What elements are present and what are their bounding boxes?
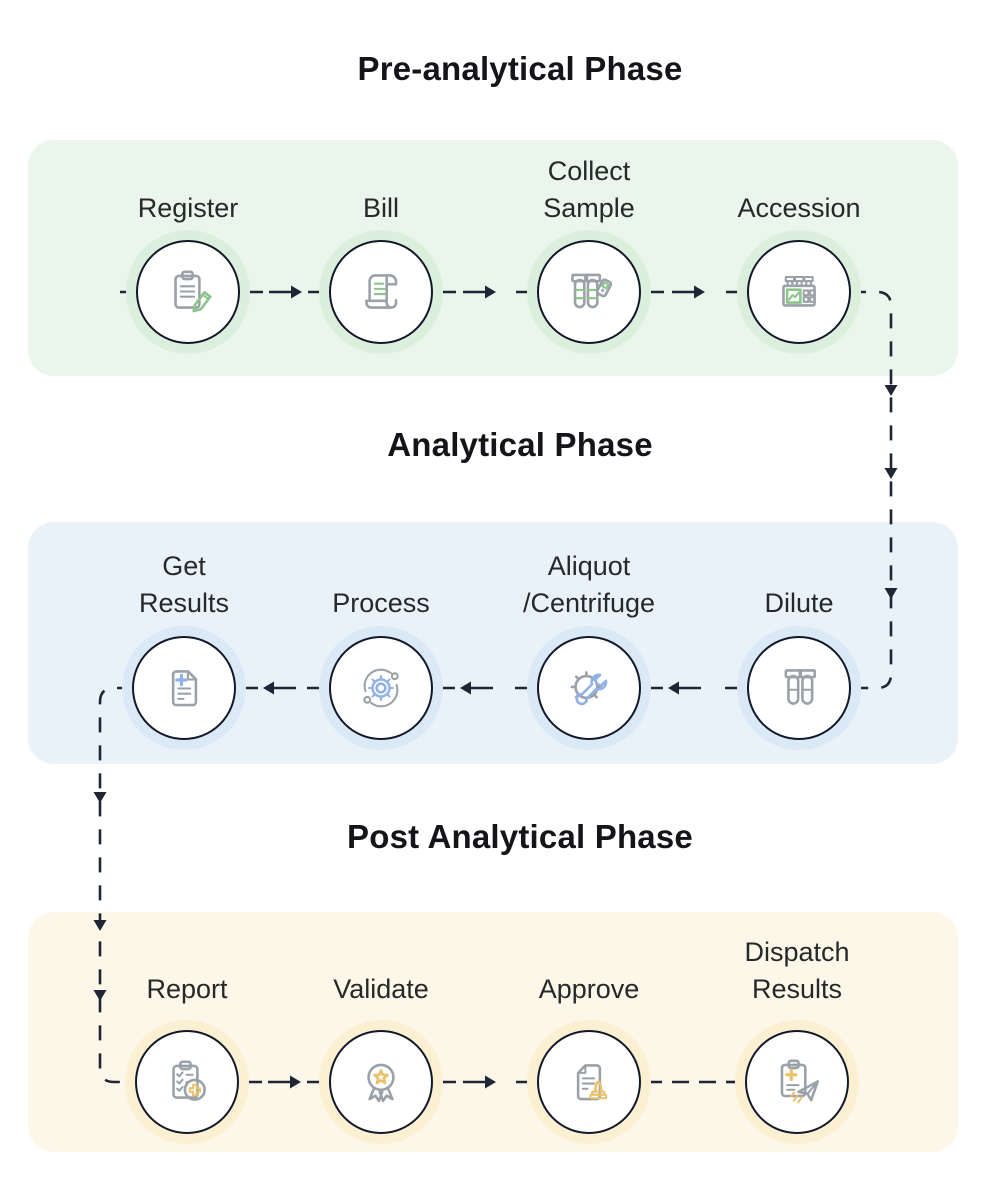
- step-label-approve: Approve: [538, 974, 640, 1004]
- aliquot-centrifuge-gear-wrench-icon: [570, 671, 608, 706]
- step-label-collect-sample: Collect Sample: [543, 156, 635, 223]
- report-clipboard-checklist-icon: [172, 1060, 206, 1101]
- step-label-get-results: Get Results: [138, 551, 230, 618]
- step-label-validate: Validate: [333, 974, 429, 1004]
- connector-validate-to-approve: [437, 1075, 533, 1089]
- register-clipboard-pencil-icon: [174, 270, 212, 313]
- step-circle-process: [329, 636, 433, 740]
- step-circle-report: [135, 1030, 239, 1134]
- step-circle-register: [136, 240, 240, 344]
- connector-report-to-validate: [243, 1075, 325, 1089]
- phase-title-analytical: Analytical Phase: [387, 426, 653, 463]
- step-circle-dispatch-results: [745, 1030, 849, 1134]
- get-results-document-icon: [171, 670, 198, 707]
- validate-medal-star-icon: [367, 1063, 395, 1103]
- connector-register-to-bill: [244, 285, 326, 299]
- connector-collect-sample-to-accession: [645, 285, 743, 299]
- step-label-accession: Accession: [737, 193, 861, 223]
- connector-dilute-to-aliquot: [645, 681, 743, 695]
- dispatch-results-clipboard-plane-icon: [780, 1059, 820, 1104]
- process-gear-orbit-icon: [363, 668, 399, 708]
- connector-accession-to-dilute: [851, 290, 898, 690]
- step-label-register: Register: [137, 193, 239, 223]
- step-circle-validate: [329, 1030, 433, 1134]
- connector-get-results-to-report: [93, 686, 135, 1084]
- step-label-bill: Bill: [362, 193, 399, 223]
- phase-title-post-analytical: Post Analytical Phase: [347, 818, 693, 855]
- connector-process-to-get-results: [240, 681, 325, 695]
- connector-bill-to-collect-sample: [437, 285, 533, 299]
- bill-scroll-icon: [365, 274, 398, 309]
- step-circle-aliquot-centrifuge: [537, 636, 641, 740]
- collect-sample-test-tubes-icon: [571, 273, 613, 309]
- step-circle-bill: [329, 240, 433, 344]
- step-circle-dilute: [747, 636, 851, 740]
- step-circle-accession: [747, 240, 851, 344]
- step-label-dispatch-results: Dispatch Results: [744, 937, 850, 1004]
- step-label-process: Process: [332, 588, 430, 618]
- step-label-report: Report: [146, 974, 228, 1004]
- dilute-test-tubes-icon: [784, 669, 817, 705]
- phase-title-pre-analytical: Pre-analytical Phase: [357, 50, 683, 87]
- approve-document-stamp-icon: [576, 1064, 608, 1101]
- step-circle-get-results: [132, 636, 236, 740]
- step-circle-approve: [537, 1030, 641, 1134]
- step-circle-collect-sample: [537, 240, 641, 344]
- step-label-dilute: Dilute: [764, 588, 834, 618]
- step-label-aliquot-centrifuge: Aliquot /Centrifuge: [522, 551, 656, 618]
- accession-analyzer-icon: [782, 275, 816, 307]
- connector-aliquot-to-process: [437, 681, 533, 695]
